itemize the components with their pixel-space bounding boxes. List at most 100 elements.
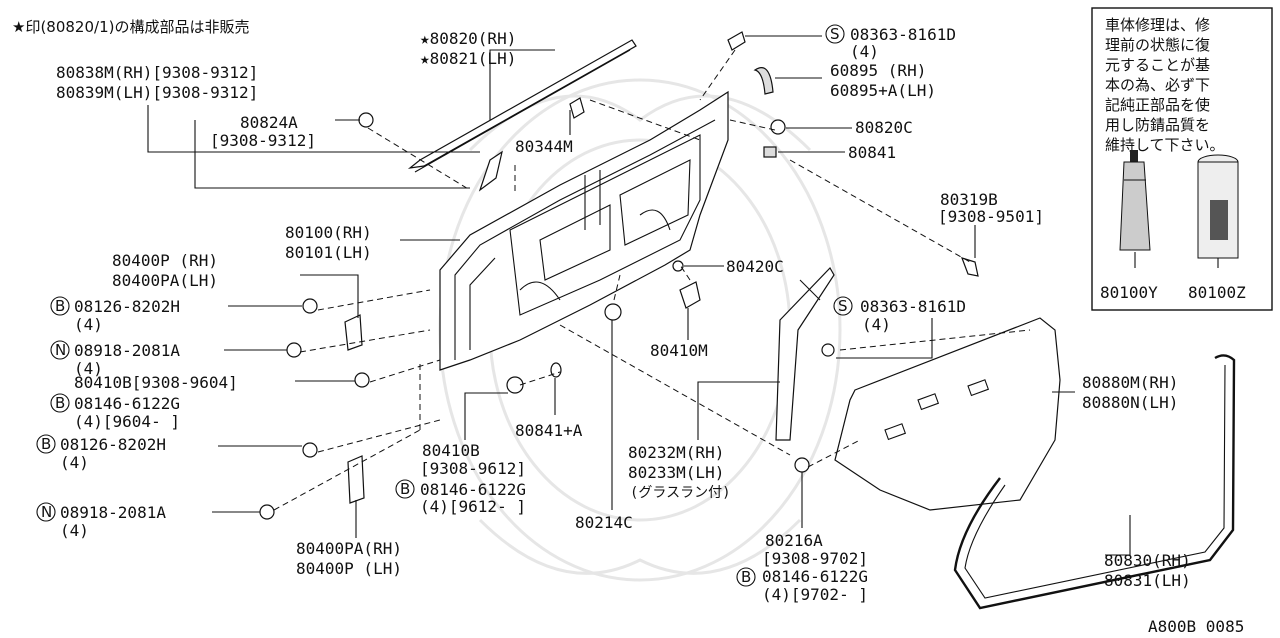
label-80100-rh: 80100(RH) — [285, 223, 372, 242]
bolt-08363-lower — [821, 343, 835, 357]
lock-80410m — [679, 281, 701, 309]
door-weatherstrip — [953, 354, 1236, 610]
label-80830-rh: 80830(RH) — [1104, 551, 1191, 570]
label-08146-b: 08146-6122G — [420, 480, 526, 499]
mark-b-1: B — [55, 297, 65, 315]
label-80319b-range: [9308-9501] — [938, 207, 1044, 226]
lock-80420c — [672, 260, 684, 272]
screw-top — [727, 31, 746, 51]
label-08126-lower-qty: (4) — [60, 453, 89, 472]
label-80400p-rh: 80400P (RH) — [112, 251, 218, 270]
leader-80820 — [489, 49, 555, 120]
label-08126-upper: 08126-8202H — [74, 297, 180, 316]
bracket-80319b — [961, 257, 979, 277]
label-80216a-range: [9308-9702] — [762, 549, 868, 568]
label-80410b-range: 80410B[9308-9604] — [74, 373, 238, 392]
circle-b-1 — [50, 296, 70, 316]
label-08126-upper-qty: (4) — [74, 315, 103, 334]
label-80820-rh: ★80820(RH) — [420, 29, 516, 48]
circle-b-2 — [50, 393, 70, 413]
label-80824a-range: [9308-9312] — [210, 131, 316, 150]
sealant-tube-icon — [1119, 150, 1151, 251]
label-80344m: 80344M — [515, 137, 573, 156]
label-80100z: 80100Z — [1188, 283, 1246, 302]
mark-b-4: B — [400, 480, 410, 498]
circle-b-4 — [395, 479, 415, 499]
label-80839m: 80839M(LH)[9308-9312] — [56, 83, 258, 102]
rustproof-infobox: 車体修理は、修 理前の状態に復 元することが基 本の為、必ず下 記純正部品を使 … — [1091, 7, 1273, 311]
leader-80838b — [194, 120, 470, 189]
plug-80841a — [550, 362, 562, 378]
striker-80410b — [506, 376, 524, 394]
clip-80824a — [358, 112, 374, 128]
label-80233m: 80233M(LH) — [628, 463, 724, 482]
circle-n-1 — [50, 340, 70, 360]
label-80319b: 80319B — [940, 190, 998, 209]
label-80100y: 80100Y — [1100, 283, 1158, 302]
label-80232m: 80232M(RH) — [628, 443, 724, 462]
label-08363-top-qty: (4) — [850, 42, 879, 61]
cap-80214c — [604, 303, 622, 321]
infobox-line-5: 記純正部品を使 — [1105, 96, 1210, 114]
bolt-80410b — [354, 372, 370, 388]
bolt-08126-lower — [302, 442, 318, 458]
label-08126-lower: 08126-8202H — [60, 435, 166, 454]
label-80101-lh: 80101(LH) — [285, 243, 372, 262]
label-80880m: 80880M(RH) — [1082, 373, 1178, 392]
label-60895-lh: 60895+A(LH) — [830, 81, 936, 100]
label-08918-upper: 08918-2081A — [74, 341, 180, 360]
mark-b-5: B — [741, 568, 751, 586]
sash-guide-channel — [775, 267, 835, 441]
infobox-line-1: 車体修理は、修 — [1105, 16, 1210, 34]
label-08146-b-qty: (4)[9612- ] — [420, 497, 526, 516]
mark-s-right: S — [838, 297, 848, 315]
label-80841: 80841 — [848, 143, 896, 162]
assembly-dashes — [273, 49, 1031, 511]
label-80838m: 80838M(RH)[9308-9312] — [56, 63, 258, 82]
label-80216a: 80216A — [765, 531, 823, 550]
label-08918-lower-qty: (4) — [60, 521, 89, 540]
label-80880n: 80880N(LH) — [1082, 393, 1178, 412]
infobox-line-3: 元することが基 — [1105, 56, 1210, 74]
leader-08363b — [836, 318, 933, 359]
label-80214c: 80214C — [575, 513, 633, 532]
bolt-08126-upper — [302, 298, 318, 314]
door-panel — [439, 90, 729, 371]
infobox-line-4: 本の為、必ず下 — [1105, 76, 1210, 94]
note-non-sale: ★印(80820/1)の構成部品は非販売 — [12, 18, 249, 36]
label-08918-upper-qty: (4) — [74, 359, 103, 378]
label-80841a: 80841+A — [515, 421, 583, 440]
infobox-line-6: 用し防錆品質を — [1105, 116, 1210, 134]
label-08146-a: 08146-6122G — [74, 394, 180, 413]
label-80831-lh: 80831(LH) — [1104, 571, 1191, 590]
label-08918-lower: 08918-2081A — [60, 503, 166, 522]
moulding-strip — [478, 150, 503, 192]
door-trim-panel — [834, 317, 1061, 511]
circle-b-5 — [736, 567, 756, 587]
hinge-lower — [347, 455, 365, 504]
nut-08918-lower — [259, 504, 275, 520]
label-08363-right: 08363-8161D — [860, 297, 966, 316]
label-80420c: 80420C — [726, 257, 784, 276]
leader-80838 — [147, 105, 480, 153]
bracket-80344m — [569, 97, 585, 119]
label-80400pa-lh: 80400PA(LH) — [112, 271, 218, 290]
label-glass-run: (グラスラン付) — [630, 485, 731, 501]
circle-s-top — [825, 24, 845, 44]
leader-80830 — [1105, 515, 1131, 556]
label-08146-c-qty: (4)[9702- ] — [762, 585, 868, 604]
label-80410b-range2: [9308-9612] — [420, 459, 526, 478]
mark-b-2: B — [55, 394, 65, 412]
label-80824a: 80824A — [240, 113, 298, 132]
pad-80841 — [763, 146, 777, 158]
grommet-80820c — [770, 119, 786, 135]
leader-80232 — [697, 381, 780, 440]
label-08146-c: 08146-6122G — [762, 567, 868, 586]
circle-s-right — [833, 296, 853, 316]
mark-n-1: N — [55, 341, 66, 359]
label-80410m: 80410M — [650, 341, 708, 360]
diagram-code: A800B 0085 — [1148, 617, 1244, 636]
clip-80216a — [794, 457, 810, 473]
label-60895-rh: 60895 (RH) — [830, 61, 926, 80]
